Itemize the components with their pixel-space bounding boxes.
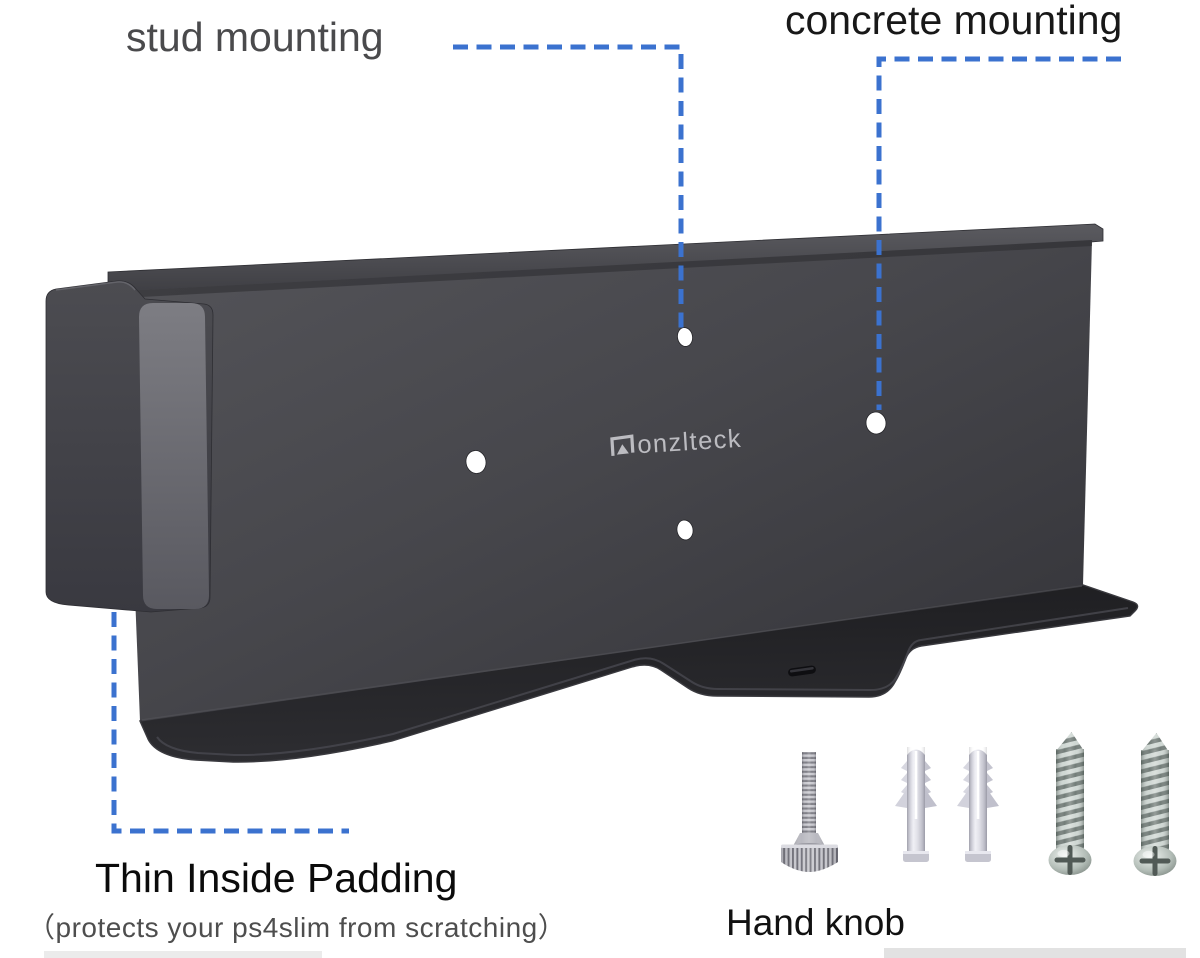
padding-subtitle: （protects your ps4slim from scratching）: [27, 912, 567, 943]
padding-callout-line: [111, 612, 349, 834]
bracket-shelf: [138, 584, 1139, 763]
bracket-fold-crease: [141, 585, 1083, 721]
bracket-back-panel: [123, 240, 1092, 721]
callout-lines: [111, 44, 1121, 834]
logo-text: onzlteck: [637, 425, 743, 460]
concrete-callout-line: [876, 56, 1121, 410]
hardware-set: [781, 732, 1177, 876]
hole-middle-left-icon: [465, 450, 487, 474]
bottom-strip-left: [44, 951, 322, 958]
wall-anchor-icon: [893, 745, 939, 864]
bracket-lip-shadow: [123, 240, 1092, 298]
screw-icon: [1134, 733, 1177, 876]
hand-knob-icon: [781, 752, 838, 872]
thin-inside-padding-label: Thin Inside Padding: [95, 855, 458, 901]
logo-m-triangle: [616, 444, 629, 455]
padding-strip: [139, 303, 209, 609]
mounting-holes: [465, 327, 887, 541]
concrete-mounting-label: concrete mounting: [785, 0, 1123, 43]
shelf-front-lip: [156, 607, 1129, 757]
knob-slot: [788, 665, 816, 677]
stud-mounting-label: stud mounting: [126, 14, 384, 60]
screw-icon: [1049, 732, 1092, 875]
wall-anchor-icon: [955, 745, 1001, 864]
padding-cap-top-highlight: [55, 281, 136, 291]
hole-middle-right-icon: [865, 411, 887, 435]
hole-bottom-center-icon: [676, 519, 694, 541]
wall-bracket: onzlteck: [45, 223, 1139, 763]
hand-knob-label: Hand knob: [726, 902, 905, 943]
hole-top-center-icon: [677, 327, 693, 347]
brand-logo: onzlteck: [610, 425, 743, 460]
bracket-left-padding-cap: [45, 280, 214, 613]
bottom-strip-right: [884, 948, 1186, 958]
stud-callout-line: [453, 44, 684, 328]
logo-m-glyph: [610, 434, 635, 456]
